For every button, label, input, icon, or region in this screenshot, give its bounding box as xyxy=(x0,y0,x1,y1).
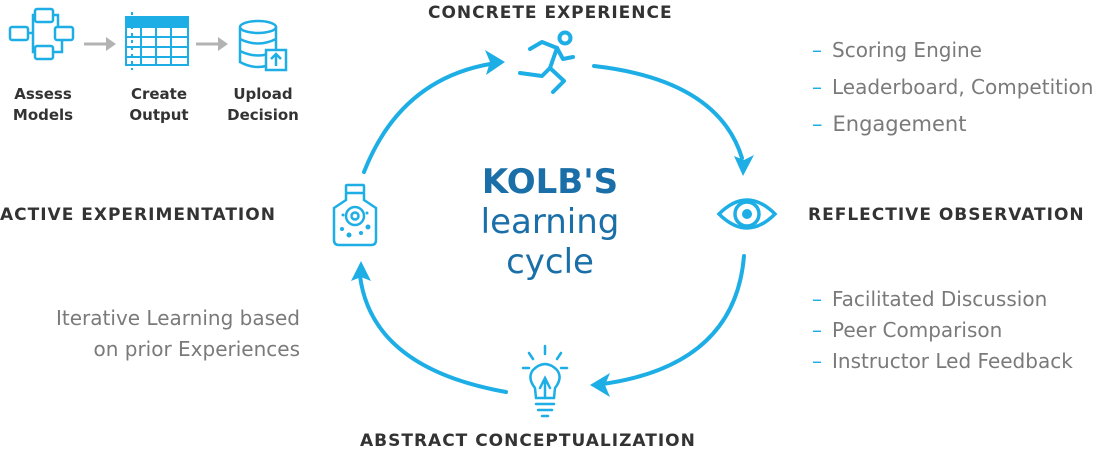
list-item: –Engagement xyxy=(812,112,1093,149)
dash: – xyxy=(812,38,822,62)
center-title-line3: cycle xyxy=(506,242,594,282)
concrete-points: –Scoring Engine –Leaderboard, Competitio… xyxy=(812,38,1093,149)
list-item: –Facilitated Discussion xyxy=(812,287,1073,318)
eye-icon xyxy=(716,198,778,230)
step-assess-models: Assess Models xyxy=(0,84,88,126)
step-create-line2: Output xyxy=(129,106,189,124)
step-assess-line2: Models xyxy=(12,106,74,124)
step-upload-line2: Decision xyxy=(227,106,299,124)
stage-reflective-observation: REFLECTIVE OBSERVATION xyxy=(808,205,1085,225)
active-note-line2: on prior Experiences xyxy=(93,337,300,361)
dash: – xyxy=(812,349,822,373)
list-item: –Peer Comparison xyxy=(812,318,1073,349)
list-item: –Instructor Led Feedback xyxy=(812,349,1073,380)
arc-top-right xyxy=(592,64,744,160)
center-title-line1: KOLB'S xyxy=(481,162,619,202)
reflective-point-text: Instructor Led Feedback xyxy=(832,349,1073,373)
dash: – xyxy=(812,318,822,342)
dash: – xyxy=(812,75,822,99)
step-assess-line1: Assess xyxy=(14,85,72,103)
center-title: KOLB'S learning cycle xyxy=(455,162,645,282)
list-item: –Leaderboard, Competition xyxy=(812,75,1093,112)
table-icon xyxy=(125,12,189,70)
stage-abstract-conceptualization: ABSTRACT CONCEPTUALIZATION xyxy=(360,431,696,451)
reflective-point-text: Peer Comparison xyxy=(832,318,1003,342)
arc-bottom-left xyxy=(358,274,508,394)
step-create-line1: Create xyxy=(130,85,188,103)
jar-icon xyxy=(332,183,378,247)
dash: – xyxy=(812,287,822,311)
concrete-point-text: Engagement xyxy=(832,112,967,136)
active-note: Iterative Learning based on prior Experi… xyxy=(56,303,300,365)
process-icons xyxy=(8,7,288,72)
concrete-point-text: Scoring Engine xyxy=(832,38,982,62)
stage-active-experimentation: ACTIVE EXPERIMENTATION xyxy=(0,205,276,225)
process-arrow-1 xyxy=(84,37,116,51)
list-item: –Scoring Engine xyxy=(812,38,1093,75)
arrowhead-top-left xyxy=(485,50,505,75)
concrete-point-text: Leaderboard, Competition xyxy=(832,75,1094,99)
runner-icon xyxy=(518,30,575,94)
stage-concrete-experience: CONCRETE EXPERIENCE xyxy=(428,3,673,23)
database-upload-icon xyxy=(238,19,288,72)
arrowhead-bottom-right xyxy=(590,373,610,397)
step-create-output: Create Output xyxy=(114,84,204,126)
arc-bottom-right xyxy=(601,254,746,386)
arrowhead-bottom-left xyxy=(351,261,371,281)
process-arrow-2 xyxy=(196,37,228,51)
reflective-point-text: Facilitated Discussion xyxy=(832,287,1048,311)
arc-top-left xyxy=(362,62,492,174)
flowchart-icon xyxy=(8,7,75,61)
step-upload-decision: Upload Decision xyxy=(218,84,308,126)
reflective-points: –Facilitated Discussion –Peer Comparison… xyxy=(812,287,1073,380)
arrowhead-top-right xyxy=(734,155,754,176)
lightbulb-icon xyxy=(521,344,569,418)
step-upload-line1: Upload xyxy=(233,85,293,103)
center-title-line2: learning xyxy=(480,202,620,242)
active-note-line1: Iterative Learning based xyxy=(56,306,300,330)
dash: – xyxy=(812,112,823,136)
